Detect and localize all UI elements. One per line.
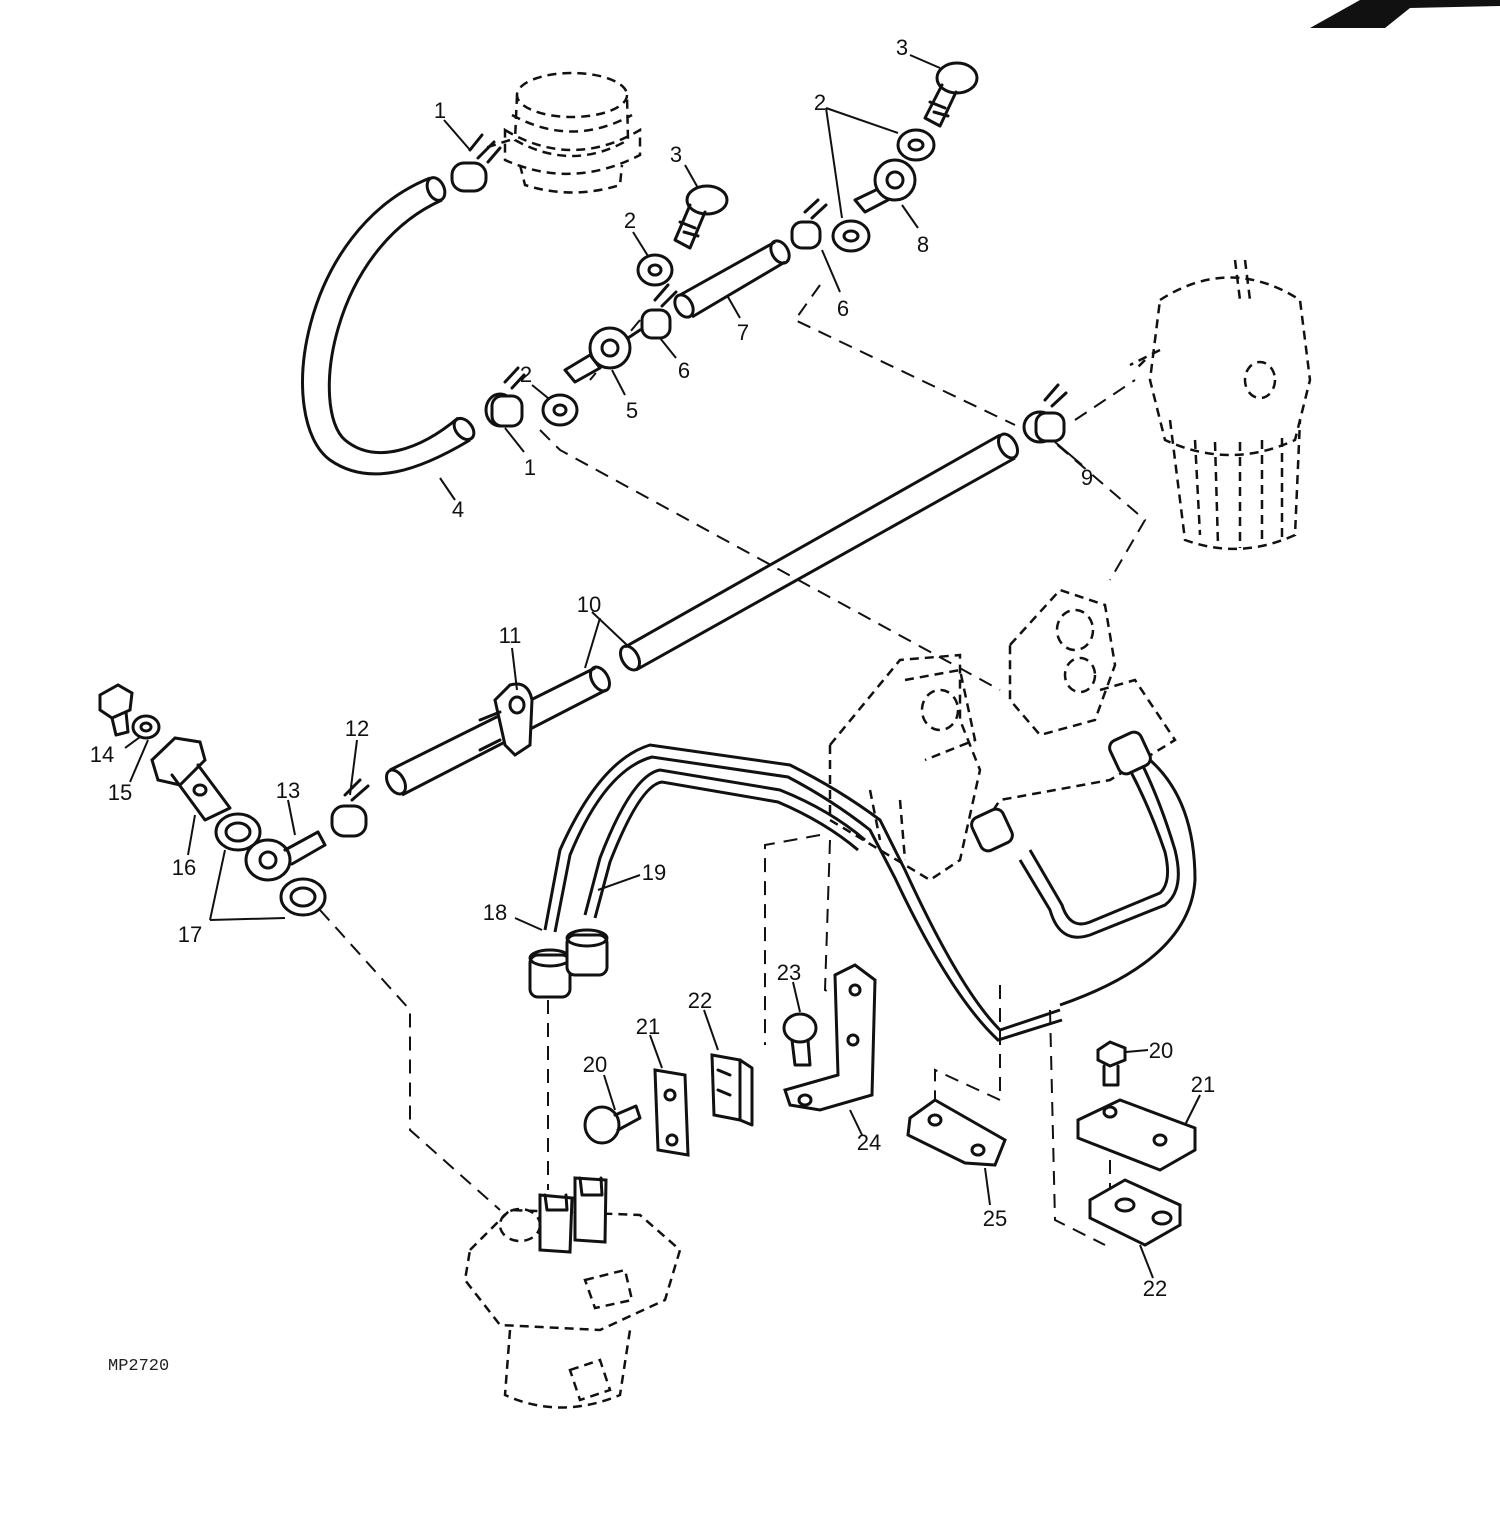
- callout-23: 23: [777, 960, 801, 985]
- washer-17-lower: [279, 877, 327, 917]
- clamp-22-left: [710, 1053, 754, 1127]
- fuel-hose-4: [301, 176, 476, 476]
- callout-11: 11: [499, 623, 522, 648]
- callout-3-middle: 3: [670, 142, 682, 167]
- washer-2-middle: [636, 253, 674, 287]
- banjo-bolt-3-right: [923, 61, 979, 128]
- washer-2-right-lower: [831, 219, 871, 253]
- hose-clamp-12: [330, 778, 370, 838]
- bolt-20-right: [1096, 1040, 1127, 1087]
- banjo-bolt-16: [150, 736, 232, 822]
- delivery-valves: [538, 1176, 608, 1254]
- hose-clamp-9: [1022, 383, 1068, 444]
- banjo-bolt-3-middle: [673, 184, 729, 250]
- washer-15: [131, 714, 161, 740]
- callout-22-left: 22: [688, 988, 712, 1013]
- callout-21-right: 21: [1191, 1072, 1215, 1097]
- clamp-21-left: [653, 1068, 690, 1157]
- callout-6-right: 6: [837, 296, 849, 321]
- washer-2-right-upper: [896, 128, 936, 162]
- injection-pump-lower-ghost: [463, 1207, 682, 1409]
- corner-arrow-mark: [1310, 0, 1500, 28]
- hose-clamp-1-lower: [484, 366, 526, 428]
- callout-2-right: 2: [814, 90, 826, 115]
- callout-6-left: 6: [678, 358, 690, 383]
- callout-25: 25: [983, 1206, 1007, 1231]
- callout-22-right: 22: [1143, 1276, 1167, 1301]
- callout-1-upper: 1: [434, 98, 446, 123]
- callout-2-middle: 2: [624, 208, 636, 233]
- callout-13: 13: [276, 778, 300, 803]
- callout-17: 17: [178, 922, 202, 947]
- callout-20-left: 20: [583, 1052, 607, 1077]
- plate-25: [906, 1098, 1007, 1167]
- hose-clamp-1-upper: [450, 133, 502, 193]
- callout-labels: 1 1 2 2 2 3 3 4 5 6 6 7 8 9 10 11 12 13 …: [90, 35, 1215, 1301]
- callout-10: 10: [577, 592, 601, 617]
- banjo-fitting-5: [563, 326, 642, 384]
- injection-line-18: [528, 743, 1063, 1042]
- callout-18: 18: [483, 900, 507, 925]
- clamp-22-right: [1088, 1178, 1182, 1247]
- callout-9: 9: [1081, 465, 1093, 490]
- callout-20-right: 20: [1149, 1038, 1173, 1063]
- banjo-fitting-8: [853, 158, 917, 214]
- bolt-23: [782, 1012, 818, 1067]
- hose-clamp-6-left: [640, 283, 678, 340]
- callout-24: 24: [857, 1130, 881, 1155]
- callout-21-left: 21: [636, 1014, 660, 1039]
- callout-8: 8: [917, 232, 929, 257]
- fuel-hose-7: [673, 239, 791, 319]
- washer-17-upper: [214, 812, 262, 852]
- callout-5: 5: [626, 398, 638, 423]
- callout-1-lower: 1: [524, 455, 536, 480]
- callout-3-right: 3: [896, 35, 908, 60]
- leader-lines: [124, 54, 1201, 1279]
- callout-7: 7: [737, 320, 749, 345]
- fuel-filter-ghost: [1129, 259, 1312, 551]
- callout-19: 19: [642, 860, 666, 885]
- hose-clip-11: [478, 682, 534, 757]
- diagram-code-label: MP2720: [108, 1357, 169, 1376]
- injection-line-19: [565, 730, 1197, 1007]
- fuel-hose-10: [385, 432, 1019, 797]
- bracket-24: [783, 963, 877, 1112]
- bolt-20-left: [583, 1104, 642, 1145]
- callout-12: 12: [345, 716, 369, 741]
- callout-4: 4: [452, 497, 464, 522]
- hose-clamp-6-right: [790, 198, 828, 250]
- bolt-14: [98, 683, 134, 737]
- washer-2-left: [541, 393, 579, 427]
- banjo-fitting-13: [244, 830, 327, 882]
- callout-16: 16: [172, 855, 196, 880]
- assembly-lines: [319, 284, 1147, 1246]
- callout-2-left: 2: [520, 362, 532, 387]
- fuel-tank-outlet-ghost: [484, 71, 642, 194]
- clamp-21-right: [1076, 1098, 1197, 1172]
- callout-15: 15: [108, 780, 132, 805]
- callout-14: 14: [90, 742, 114, 767]
